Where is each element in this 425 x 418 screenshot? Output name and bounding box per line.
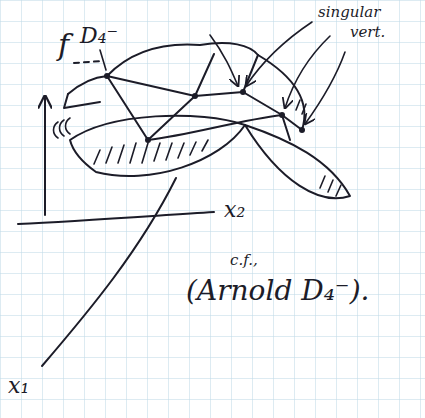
hatching bbox=[54, 100, 342, 196]
surface-edge bbox=[282, 115, 290, 140]
surface-edge bbox=[107, 43, 258, 76]
surface-edge bbox=[68, 76, 107, 94]
lower-lobe bbox=[245, 125, 350, 198]
x1-axis bbox=[42, 178, 176, 366]
pointer-arrow bbox=[210, 35, 238, 86]
reference-note: (Arnold D₄⁻). bbox=[186, 276, 369, 307]
singularity-label: D₄⁻ bbox=[80, 24, 118, 48]
surface-edge bbox=[243, 55, 305, 130]
hidden-edge bbox=[74, 61, 102, 63]
surface-edge bbox=[107, 54, 214, 140]
singular-points bbox=[104, 73, 305, 143]
axis-label: x₂ bbox=[224, 198, 245, 222]
leader-line bbox=[100, 50, 106, 70]
note-text: singular bbox=[318, 4, 380, 21]
x2-axis bbox=[18, 212, 214, 224]
axis-label: x₁ bbox=[8, 374, 29, 398]
pointer-arrow bbox=[305, 52, 345, 124]
note-text: vert. bbox=[350, 24, 385, 41]
surface-edge bbox=[107, 55, 258, 96]
lower-lobe bbox=[70, 116, 245, 176]
note-text: c.f., bbox=[230, 252, 258, 269]
pointer-arrow bbox=[246, 22, 312, 86]
axis-label: f bbox=[58, 28, 69, 61]
f-axis bbox=[44, 96, 46, 215]
surface-fold bbox=[64, 94, 100, 108]
